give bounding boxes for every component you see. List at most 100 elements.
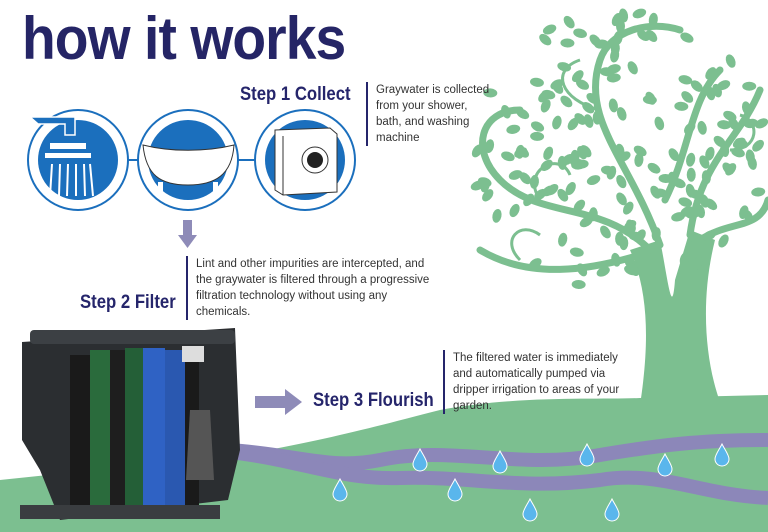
- leaf-icon: [576, 263, 588, 277]
- leaf-icon: [529, 174, 539, 189]
- leaf-icon: [571, 70, 584, 83]
- water-drop-icon: [714, 442, 730, 467]
- leaf-icon: [695, 204, 706, 219]
- leaf-icon: [570, 149, 580, 164]
- leaf-icon: [751, 187, 766, 197]
- leaf-icon: [477, 177, 492, 187]
- step-1-label: Step 1 Collect: [240, 84, 351, 105]
- leaf-icon: [611, 252, 621, 267]
- leaf-icon: [685, 240, 697, 254]
- leaf-icon: [747, 156, 757, 170]
- leaf-icon: [741, 101, 752, 116]
- leaf-icon: [571, 279, 586, 289]
- leaf-icon: [534, 188, 547, 201]
- leaf-icon: [627, 61, 638, 75]
- leaf-icon: [539, 33, 552, 46]
- leaf-icon: [530, 121, 545, 132]
- irrigation-pipe: [229, 445, 768, 505]
- shower-icon: [27, 109, 129, 211]
- leaf-icon: [592, 110, 602, 125]
- leaf-icon: [628, 231, 643, 241]
- leaf-icon: [651, 227, 661, 242]
- leaf-icon: [506, 124, 521, 134]
- leaf-icon: [718, 234, 729, 248]
- leaf-icon: [752, 139, 764, 152]
- leaf-icon: [628, 263, 640, 276]
- leaf-icon: [509, 203, 520, 218]
- leaf-icon: [608, 98, 618, 113]
- leaf-icon: [705, 146, 715, 161]
- right-arrow-icon: [255, 389, 302, 415]
- water-drop-icon: [332, 477, 348, 502]
- leaf-icon: [668, 148, 680, 162]
- leaf-icon: [519, 172, 532, 185]
- leaf-icon: [508, 170, 523, 180]
- washing-machine-icon: [254, 109, 356, 211]
- step-2-label: Step 2 Filter: [80, 292, 176, 313]
- leaf-icon: [692, 256, 703, 270]
- leaf-icon: [558, 232, 568, 247]
- water-drop-icon: [579, 442, 595, 467]
- leaf-icon: [501, 104, 511, 119]
- leaf-icon: [702, 230, 716, 241]
- leaf-icon: [686, 167, 696, 182]
- leaf-icon: [658, 173, 673, 184]
- leaf-icon: [678, 197, 693, 207]
- leaf-icon: [582, 102, 595, 114]
- leaf-icon: [725, 54, 736, 68]
- leaf-icon: [705, 198, 718, 211]
- leaf-icon: [574, 113, 587, 125]
- leaf-icon: [616, 175, 627, 189]
- leaf-icon: [576, 79, 589, 90]
- leaf-icon: [650, 185, 661, 199]
- water-drop-icon: [492, 449, 508, 474]
- leaf-icon: [573, 199, 586, 212]
- leaf-icon: [632, 8, 647, 19]
- leaf-icon: [681, 91, 694, 103]
- leaf-icon: [557, 155, 567, 170]
- leaf-icon: [560, 38, 575, 48]
- leaf-icon: [616, 192, 627, 206]
- leaf-icon: [740, 208, 753, 221]
- leaf-icon: [543, 146, 554, 161]
- leaf-icon: [586, 92, 599, 104]
- leaf-icon: [596, 266, 610, 277]
- page-title: how it works: [22, 5, 346, 72]
- leaf-icon: [637, 30, 650, 42]
- water-drop-icon: [657, 452, 673, 477]
- leaf-icon: [471, 144, 483, 158]
- leaf-icon: [573, 28, 587, 38]
- leaf-icon: [671, 212, 685, 222]
- leaf-icon: [542, 24, 557, 35]
- leaf-icon: [516, 108, 530, 120]
- leaf-icon: [742, 81, 757, 91]
- leaf-icon: [540, 99, 551, 113]
- leaf-icon: [701, 170, 711, 185]
- leaf-icon: [563, 15, 575, 29]
- leaf-icon: [600, 165, 615, 175]
- water-drop-icon: [522, 497, 538, 522]
- step-3-label: Step 3 Flourish: [313, 390, 434, 411]
- leaf-icon: [686, 152, 696, 167]
- leaf-icon: [633, 145, 647, 157]
- leaf-icon: [610, 41, 620, 56]
- leaf-icon: [717, 120, 732, 130]
- leaf-icon: [594, 39, 609, 49]
- leaf-icon: [611, 12, 622, 27]
- leaf-icon: [484, 139, 495, 154]
- leaf-icon: [586, 175, 601, 185]
- leaf-icon: [744, 118, 758, 129]
- leaf-icon: [515, 144, 525, 159]
- leaf-icon: [565, 182, 576, 196]
- leaf-icon: [579, 216, 593, 228]
- step-3-description: The filtered water is immediately and au…: [443, 350, 628, 414]
- water-drop-icon: [412, 447, 428, 472]
- leaf-icon: [723, 110, 737, 121]
- leaf-icon: [492, 208, 502, 223]
- leaf-icon: [634, 152, 644, 167]
- leaf-icon: [501, 151, 515, 162]
- leaf-icon: [731, 147, 745, 158]
- leaf-icon: [674, 101, 689, 111]
- leaf-icon: [654, 116, 665, 131]
